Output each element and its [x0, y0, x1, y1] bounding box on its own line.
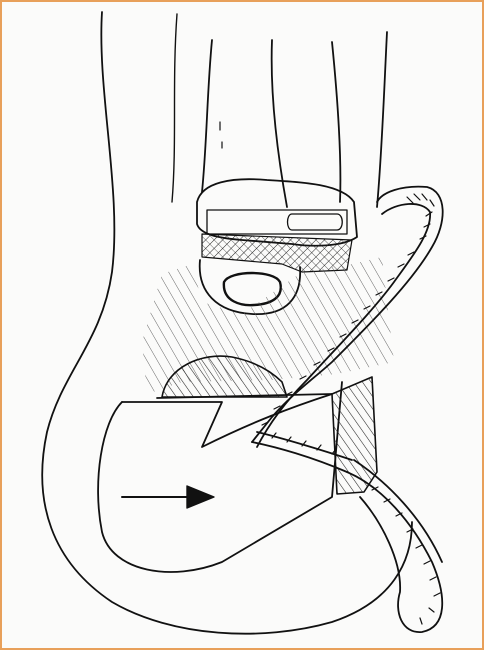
arrow-right-icon	[122, 486, 214, 508]
tibia-left-edge	[202, 40, 212, 192]
fibula-tick	[220, 122, 222, 148]
heel-block	[98, 382, 342, 572]
fibula-right-edge	[377, 32, 387, 207]
joint-rounded-slot	[288, 214, 343, 230]
hatched-strip	[202, 234, 352, 272]
fibula-left-edge	[332, 42, 340, 202]
inner-contour	[172, 14, 177, 202]
tendon-cross-outer	[252, 442, 347, 472]
heel-inner-curve	[122, 394, 332, 447]
